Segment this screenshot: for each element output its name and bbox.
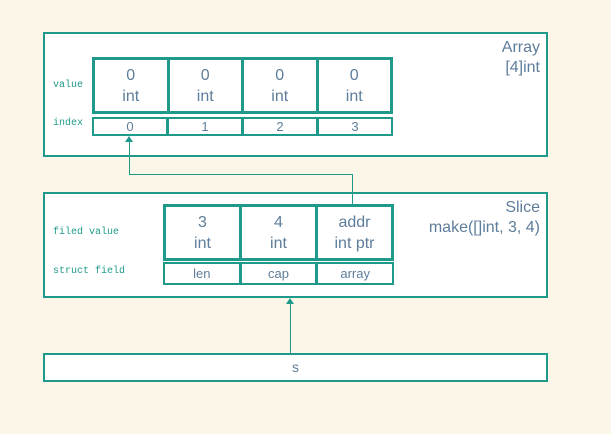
- array-index-cell-3: 3: [319, 119, 391, 134]
- slice-struct-field-len: len: [165, 264, 239, 283]
- array-pointer-line-horizontal: [129, 174, 353, 175]
- array-index-cell-2: 2: [244, 119, 316, 134]
- cell-value: addr: [338, 213, 371, 231]
- slice-box: Slice make([]int, 3, 4) filed value stru…: [43, 192, 548, 298]
- array-value-row: 0 int 0 int 0 int 0 int: [92, 57, 393, 114]
- slice-array-pointer-cell: addr int ptr: [318, 207, 391, 258]
- array-value-cell-3: 0 int: [318, 60, 390, 111]
- cell-type: int ptr: [334, 234, 375, 252]
- slice-struct-field-cap: cap: [241, 264, 316, 283]
- array-index-cell-1: 1: [169, 119, 241, 134]
- cell-value: 3: [198, 213, 207, 231]
- cell-value: 4: [274, 213, 283, 231]
- array-index-row: 0 1 2 3: [92, 117, 393, 136]
- array-value-cell-0: 0 int: [95, 60, 167, 111]
- array-value-cell-2: 0 int: [244, 60, 316, 111]
- s-pointer-line: [290, 303, 291, 353]
- array-box: Array [4]int value index 0 int 0 int 0 i…: [43, 32, 548, 157]
- array-value-cell-1: 0 int: [169, 60, 241, 111]
- array-index-row-label: index: [53, 118, 84, 129]
- cell-type: int: [345, 87, 363, 105]
- cell-type: int: [194, 234, 211, 252]
- cell-type: int: [122, 87, 140, 105]
- s-variable-label: s: [292, 359, 299, 375]
- slice-len-value-cell: 3 int: [166, 207, 239, 258]
- slice-struct-field-row-label: struct field: [53, 266, 126, 277]
- slice-struct-field-array: array: [318, 264, 393, 283]
- slice-title: Slice make([]int, 3, 4): [429, 198, 540, 238]
- array-title: Array [4]int: [502, 38, 540, 78]
- array-value-row-label: value: [53, 80, 84, 91]
- array-pointer-arrowhead: [125, 136, 133, 142]
- cell-type: int: [196, 87, 214, 105]
- slice-cap-value-cell: 4 int: [242, 207, 315, 258]
- array-title-type: [4]int: [505, 59, 540, 76]
- cell-type: int: [270, 234, 287, 252]
- slice-title-name: Slice: [505, 199, 540, 216]
- array-index-cell-0: 0: [94, 119, 166, 134]
- cell-value: 0: [200, 66, 210, 84]
- array-pointer-line-down: [352, 174, 353, 207]
- slice-field-value-row: 3 int 4 int addr int ptr: [163, 204, 394, 261]
- slice-field-value-row-label: filed value: [53, 227, 120, 238]
- slice-title-expression: make([]int, 3, 4): [428, 219, 540, 236]
- array-pointer-line-up: [129, 141, 130, 175]
- cell-value: 0: [349, 66, 359, 84]
- s-pointer-arrowhead: [286, 298, 294, 304]
- cell-type: int: [271, 87, 289, 105]
- s-variable-box: s: [43, 353, 548, 382]
- cell-value: 0: [275, 66, 285, 84]
- cell-value: 0: [126, 66, 136, 84]
- slice-struct-field-row: len cap array: [163, 262, 394, 285]
- array-title-name: Array: [501, 39, 540, 56]
